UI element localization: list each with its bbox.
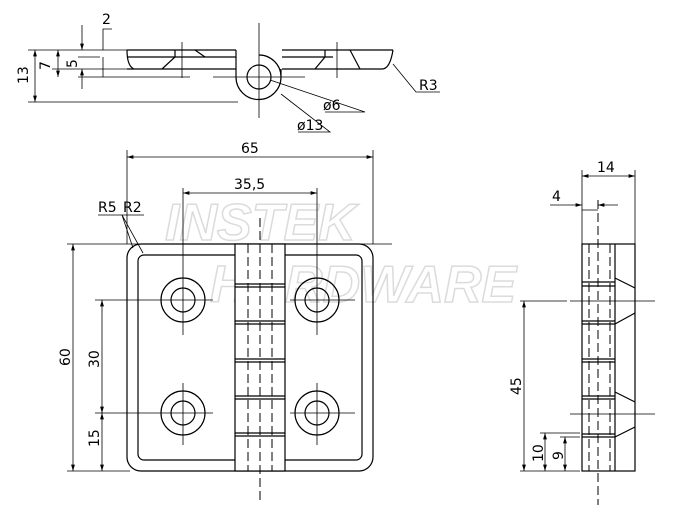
dim-5: 5 bbox=[65, 59, 81, 68]
label-r3: R3 bbox=[419, 78, 438, 94]
front-view: 65 35,5 R5 R2 60 30 15 bbox=[58, 141, 392, 500]
dim-2: 2 bbox=[102, 12, 111, 28]
dim-7: 7 bbox=[38, 61, 54, 70]
dim-9: 9 bbox=[551, 451, 567, 460]
dim-45: 45 bbox=[509, 377, 525, 395]
dim-35-5: 35,5 bbox=[234, 177, 265, 193]
watermark-line1: INSTEK bbox=[165, 194, 359, 252]
dim-65: 65 bbox=[241, 141, 259, 157]
label-d6: ø6 bbox=[323, 98, 341, 114]
dim-15: 15 bbox=[87, 429, 103, 447]
label-d13: ø13 bbox=[297, 118, 323, 134]
dim-4: 4 bbox=[552, 189, 561, 205]
top-view: 2 7 5 13 R3 ø6 ø13 bbox=[16, 12, 440, 134]
dim-14: 14 bbox=[597, 160, 615, 176]
dim-13: 13 bbox=[16, 66, 32, 84]
side-view: 14 4 45 10 9 bbox=[509, 160, 655, 505]
dim-10: 10 bbox=[531, 444, 547, 462]
label-r2: R2 bbox=[123, 200, 142, 216]
dim-30: 30 bbox=[87, 350, 103, 368]
dim-60: 60 bbox=[58, 348, 74, 366]
label-r5: R5 bbox=[98, 200, 117, 216]
